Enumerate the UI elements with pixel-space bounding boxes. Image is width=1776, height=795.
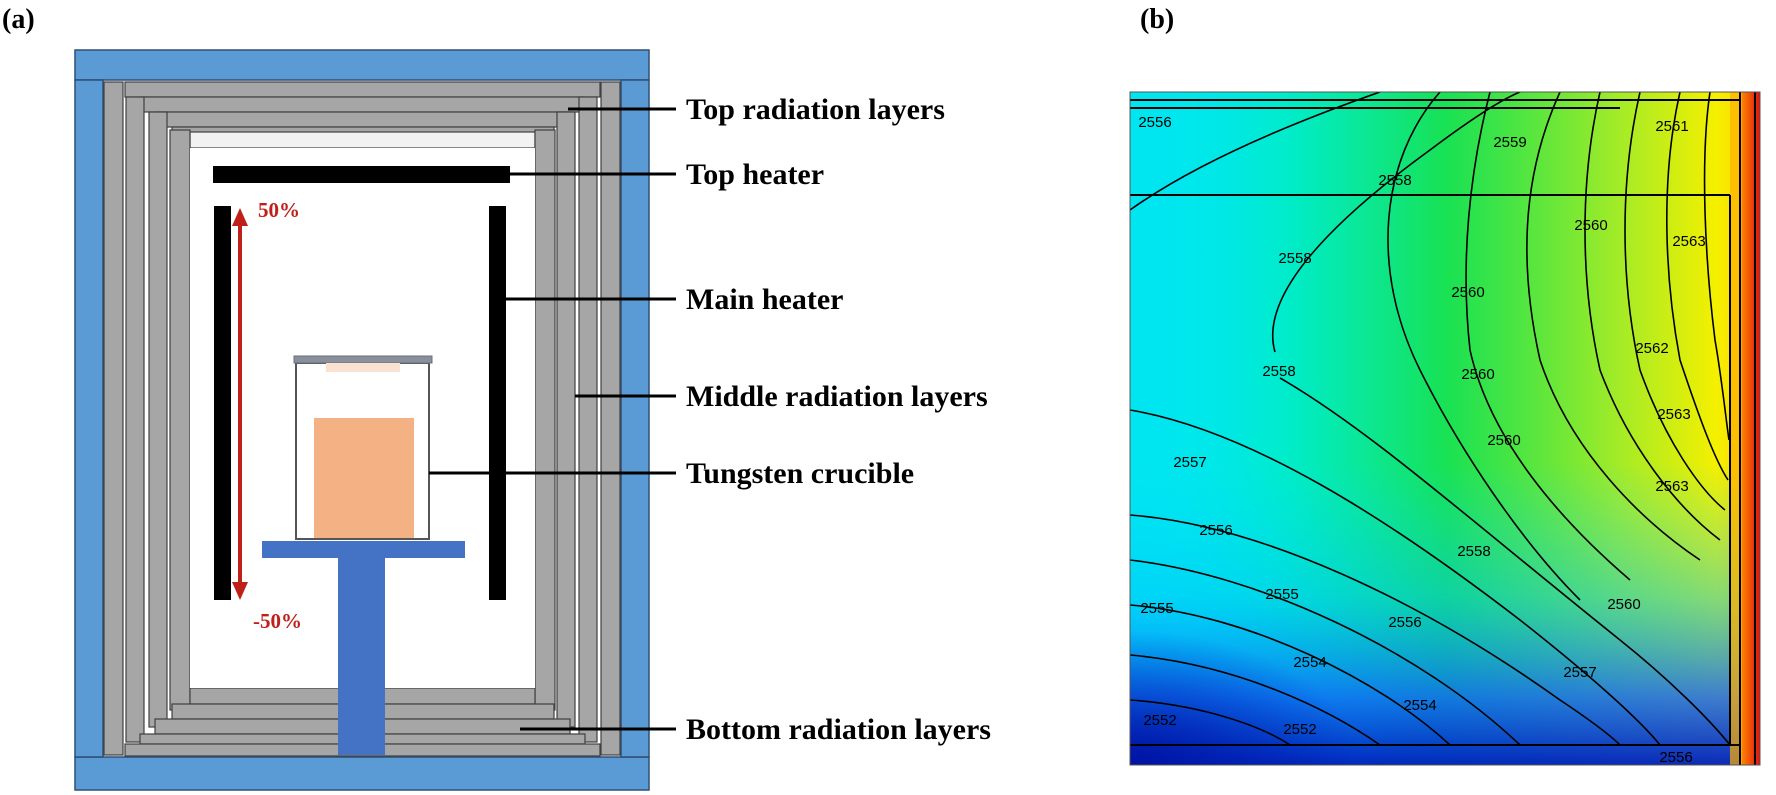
- contour-value-label: 2552: [1143, 712, 1176, 729]
- range-upper-label: 50%: [258, 198, 300, 222]
- callout-tungsten-crucible: Tungsten crucible: [686, 457, 914, 490]
- contour-value-label: 2560: [1487, 432, 1520, 449]
- contour-value-label: 2559: [1493, 134, 1526, 151]
- contour-value-label: 2556: [1388, 614, 1421, 631]
- heater-range-arrow: [232, 208, 248, 600]
- callout-middle-radiation: Middle radiation layers: [686, 380, 988, 413]
- contour-value-label: 2554: [1403, 697, 1436, 714]
- contour-value-label: 2556: [1659, 749, 1692, 766]
- radiation-layer: [154, 111, 571, 128]
- pedestal: [262, 541, 465, 755]
- radiation-layer: [139, 96, 586, 113]
- radiation-layer: [124, 81, 601, 98]
- radiation-layer: [189, 131, 536, 149]
- contour-value-label: 2554: [1293, 654, 1326, 671]
- contour-value-label: 2558: [1262, 363, 1295, 380]
- contour-value-label: 2558: [1278, 250, 1311, 267]
- contour-value-label: 2555: [1265, 586, 1298, 603]
- contour-value-label: 2558: [1457, 543, 1490, 560]
- insulation-left: [74, 79, 104, 758]
- callout-top-heater: Top heater: [686, 158, 824, 191]
- radiation-layer: [169, 129, 191, 711]
- contour-value-label: 2552: [1283, 721, 1316, 738]
- insulation-bottom: [74, 756, 650, 791]
- arrow-head-up-icon: [232, 208, 248, 226]
- pedestal-platform: [262, 541, 465, 558]
- plot-frame: [1129, 91, 1761, 766]
- field-hot-edge: [1740, 92, 1760, 765]
- panel-a: (a): [2, 4, 991, 791]
- top-radiation-layers: [124, 81, 601, 149]
- outer-insulation: [74, 49, 650, 791]
- tungsten-crucible: [293, 355, 433, 540]
- contour-value-label: 2557: [1173, 454, 1206, 471]
- isotherm-lines: [1130, 92, 1731, 746]
- insulation-right: [620, 79, 650, 758]
- contour-value-label: 2560: [1451, 284, 1484, 301]
- radiation-layer: [578, 96, 598, 743]
- callout-lines: [429, 107, 676, 731]
- contour-value-label: 2563: [1672, 233, 1705, 250]
- pedestal-shaft: [338, 558, 385, 755]
- crucible-lid: [293, 355, 433, 364]
- callout-top-radiation: Top radiation layers: [686, 93, 945, 126]
- contour-labels: 2556 2559 2561 2558 2560 2563 2558 2560 2558 2560…: [1138, 114, 1705, 766]
- temperature-field: 2556 2559 2561 2558 2560 2563 2558 2560 2558 2560…: [1130, 92, 1760, 766]
- radiation-layer: [125, 96, 145, 743]
- contour-value-label: 2563: [1655, 478, 1688, 495]
- field-cold-corner: [1130, 520, 1550, 765]
- callout-bottom-radiation: Bottom radiation layers: [686, 713, 991, 746]
- contour-value-label: 2561: [1655, 118, 1688, 135]
- contour-value-label: 2560: [1607, 596, 1640, 613]
- radiation-layer: [103, 81, 124, 756]
- contour-value-label: 2563: [1657, 406, 1690, 423]
- contour-value-label: 2556: [1199, 522, 1232, 539]
- panel-b-label: (b): [1140, 4, 1174, 35]
- contour-value-label: 2555: [1140, 600, 1173, 617]
- middle-radiation-layers: [103, 81, 621, 756]
- insulation-top: [74, 49, 650, 81]
- radiation-layer: [534, 129, 556, 711]
- contour-value-label: 2560: [1574, 217, 1607, 234]
- top-heater: [213, 166, 510, 183]
- radiation-layer: [600, 81, 621, 756]
- panel-b: (b): [1129, 4, 1761, 766]
- main-heater-left: [214, 206, 231, 600]
- radiation-layer: [556, 111, 576, 728]
- contour-value-label: 2557: [1563, 664, 1596, 681]
- callout-main-heater: Main heater: [686, 283, 843, 316]
- arrow-head-down-icon: [232, 582, 248, 600]
- radiation-layer: [148, 111, 168, 728]
- contour-value-label: 2560: [1461, 366, 1494, 383]
- panel-a-label: (a): [2, 4, 35, 35]
- range-lower-label: -50%: [253, 609, 302, 633]
- main-heater-right: [489, 206, 506, 600]
- contour-value-label: 2562: [1635, 340, 1668, 357]
- contour-value-label: 2556: [1138, 114, 1171, 131]
- seed-holder: [326, 363, 400, 372]
- contour-value-label: 2558: [1378, 172, 1411, 189]
- source-charge: [314, 418, 414, 538]
